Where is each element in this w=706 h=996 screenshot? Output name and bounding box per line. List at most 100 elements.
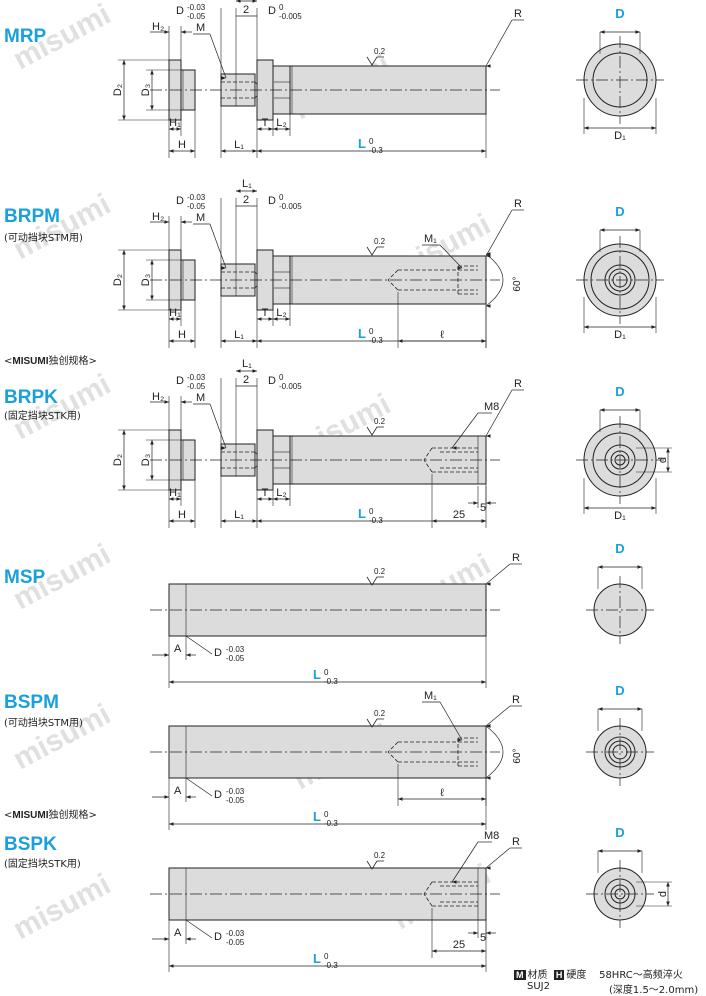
dimension-arrow xyxy=(190,519,195,523)
tolerance-lower: -0.005 xyxy=(279,382,302,391)
dimension-label: D₂ xyxy=(112,274,124,286)
dimension-arrow xyxy=(252,339,257,343)
d1-label: D₁ xyxy=(614,510,626,522)
l1-dimension: L₁ xyxy=(234,139,244,151)
dimension-arrow xyxy=(481,519,486,523)
dimension-arrow xyxy=(637,849,642,853)
leader-line xyxy=(185,919,213,939)
t-dimension: T xyxy=(262,307,269,319)
dimension-arrow xyxy=(176,127,181,131)
two-label: 2 xyxy=(243,194,249,206)
dimension-arrow xyxy=(221,266,226,270)
dimension-arrow xyxy=(473,931,478,935)
dimension-arrow xyxy=(584,506,589,510)
dimension-arrow xyxy=(190,149,195,153)
note-text: 独创规格> xyxy=(48,356,97,367)
angle-label: 60° xyxy=(512,748,523,763)
dimension-arrow xyxy=(432,949,437,953)
two-label: 2 xyxy=(243,4,249,16)
dimension-arrow xyxy=(481,339,486,343)
r-label: R xyxy=(512,552,520,564)
t-dimension: T xyxy=(262,117,269,129)
m-label: M xyxy=(196,22,205,34)
hidden-line xyxy=(423,881,433,895)
h1-dimension: H₁ xyxy=(169,307,181,319)
dimension-arrow xyxy=(268,127,273,131)
roughness-value: 0.2 xyxy=(374,47,386,56)
dimension-arrow xyxy=(666,467,670,472)
d-label: D xyxy=(214,647,222,659)
dimension-arrow xyxy=(181,400,186,404)
roughness-symbol xyxy=(366,576,384,586)
dimension-arrow xyxy=(666,448,670,453)
dimension-arrow xyxy=(122,485,126,490)
tolerance-upper: -0.03 xyxy=(187,3,206,12)
r-label: R xyxy=(514,8,522,20)
hidden-line xyxy=(387,741,399,753)
h2-label: H₂ xyxy=(152,21,164,33)
section-title-msp: MSP xyxy=(4,567,46,588)
dimension-arrow xyxy=(150,260,154,265)
dimension-arrow xyxy=(176,497,181,501)
dimension-arrow xyxy=(150,105,154,110)
roughness-value: 0.2 xyxy=(374,417,386,426)
dimension-arrow xyxy=(252,149,257,153)
small-d-label: d xyxy=(657,457,669,463)
tolerance-upper: 0 xyxy=(369,327,374,336)
section-subtitle-brpk: (固定挡块STK用) xyxy=(4,411,81,422)
dimension-arrow xyxy=(398,797,403,801)
dimension-arrow xyxy=(169,519,174,523)
hardness-tag: H xyxy=(553,970,565,980)
leader-line xyxy=(451,841,479,883)
dimension-arrow xyxy=(452,880,457,884)
leader-line xyxy=(485,389,513,437)
leader-line xyxy=(209,403,227,449)
a-label: A xyxy=(174,643,182,655)
roughness-mark xyxy=(366,246,384,256)
section-subtitle-bspk: (固定挡块STK用) xyxy=(4,859,81,870)
d-label-top: D xyxy=(176,195,184,207)
d-label-endview: D xyxy=(615,384,624,399)
dimension-arrow xyxy=(169,497,174,501)
dimension-arrow xyxy=(164,653,169,657)
d-label: D xyxy=(214,931,222,943)
tolerance-upper: 0 xyxy=(324,668,329,677)
m8-label: M8 xyxy=(484,830,499,842)
dimension-label: D₂ xyxy=(112,454,124,466)
roughness-mark xyxy=(366,576,384,586)
note-prefix: < xyxy=(4,356,13,367)
l-label: L xyxy=(358,326,366,341)
dimension-arrow xyxy=(122,115,126,120)
l1-dimension: L₁ xyxy=(234,329,244,341)
dimension-arrow xyxy=(169,822,174,826)
h2-label: H₂ xyxy=(152,211,164,223)
roughness-mark xyxy=(366,860,384,870)
dimension-arrow xyxy=(651,506,656,510)
dimension-arrow xyxy=(169,127,174,131)
dimension-arrow xyxy=(257,339,262,343)
dimension-arrow xyxy=(181,30,186,34)
dimension-arrow xyxy=(481,680,486,684)
tolerance-upper: 0 xyxy=(324,810,329,819)
l-label: L xyxy=(313,951,321,966)
dimension-arrow xyxy=(257,497,262,501)
dimension-arrow xyxy=(486,304,491,308)
dimension-arrow xyxy=(186,937,191,941)
dimension-arrow xyxy=(236,369,241,373)
dimension-arrow xyxy=(122,305,126,310)
dimension-arrow xyxy=(637,565,642,569)
roughness-symbol xyxy=(366,718,384,728)
tolerance-upper: -0.03 xyxy=(226,787,245,796)
d-fit-label: D xyxy=(268,375,276,387)
dimension-arrow xyxy=(164,937,169,941)
r-label: R xyxy=(512,836,520,848)
roughness-symbol xyxy=(366,426,384,436)
m-label: M xyxy=(196,392,205,404)
h-dimension: H xyxy=(178,139,186,151)
dimension-arrow xyxy=(190,339,195,343)
leader-line xyxy=(185,635,213,655)
five-label: 5 xyxy=(480,502,486,514)
l-label: L xyxy=(313,809,321,824)
dimension-arrow xyxy=(486,434,491,438)
angle-label: 60° xyxy=(512,276,523,291)
